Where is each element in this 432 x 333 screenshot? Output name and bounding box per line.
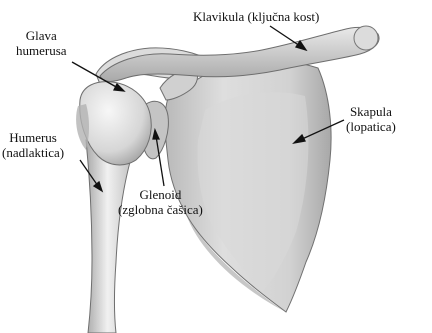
glenoid-label-line1: Glenoid	[118, 187, 203, 202]
humerus-shaft	[86, 140, 134, 333]
clavicle-label: Klavikula (ključna kost)	[193, 9, 319, 24]
clavicle-label-text: Klavikula (ključna kost)	[193, 9, 319, 24]
glenoid-label-line2: (zglobna čašica)	[118, 202, 203, 217]
scapula-label-line1: Skapula	[346, 104, 396, 119]
humerus-label-line1: Humerus	[2, 130, 64, 145]
humerus-head-label: Glava humerusa	[16, 28, 67, 58]
scapula-label: Skapula (lopatica)	[346, 104, 396, 134]
humerus-label: Humerus (nadlaktica)	[2, 130, 64, 160]
scapula-label-line2: (lopatica)	[346, 119, 396, 134]
humerus-label-line2: (nadlaktica)	[2, 145, 64, 160]
humerus-head-label-line2: humerusa	[16, 43, 67, 58]
humerus-head-label-line1: Glava	[16, 28, 67, 43]
glenoid-label: Glenoid (zglobna čašica)	[118, 187, 203, 217]
